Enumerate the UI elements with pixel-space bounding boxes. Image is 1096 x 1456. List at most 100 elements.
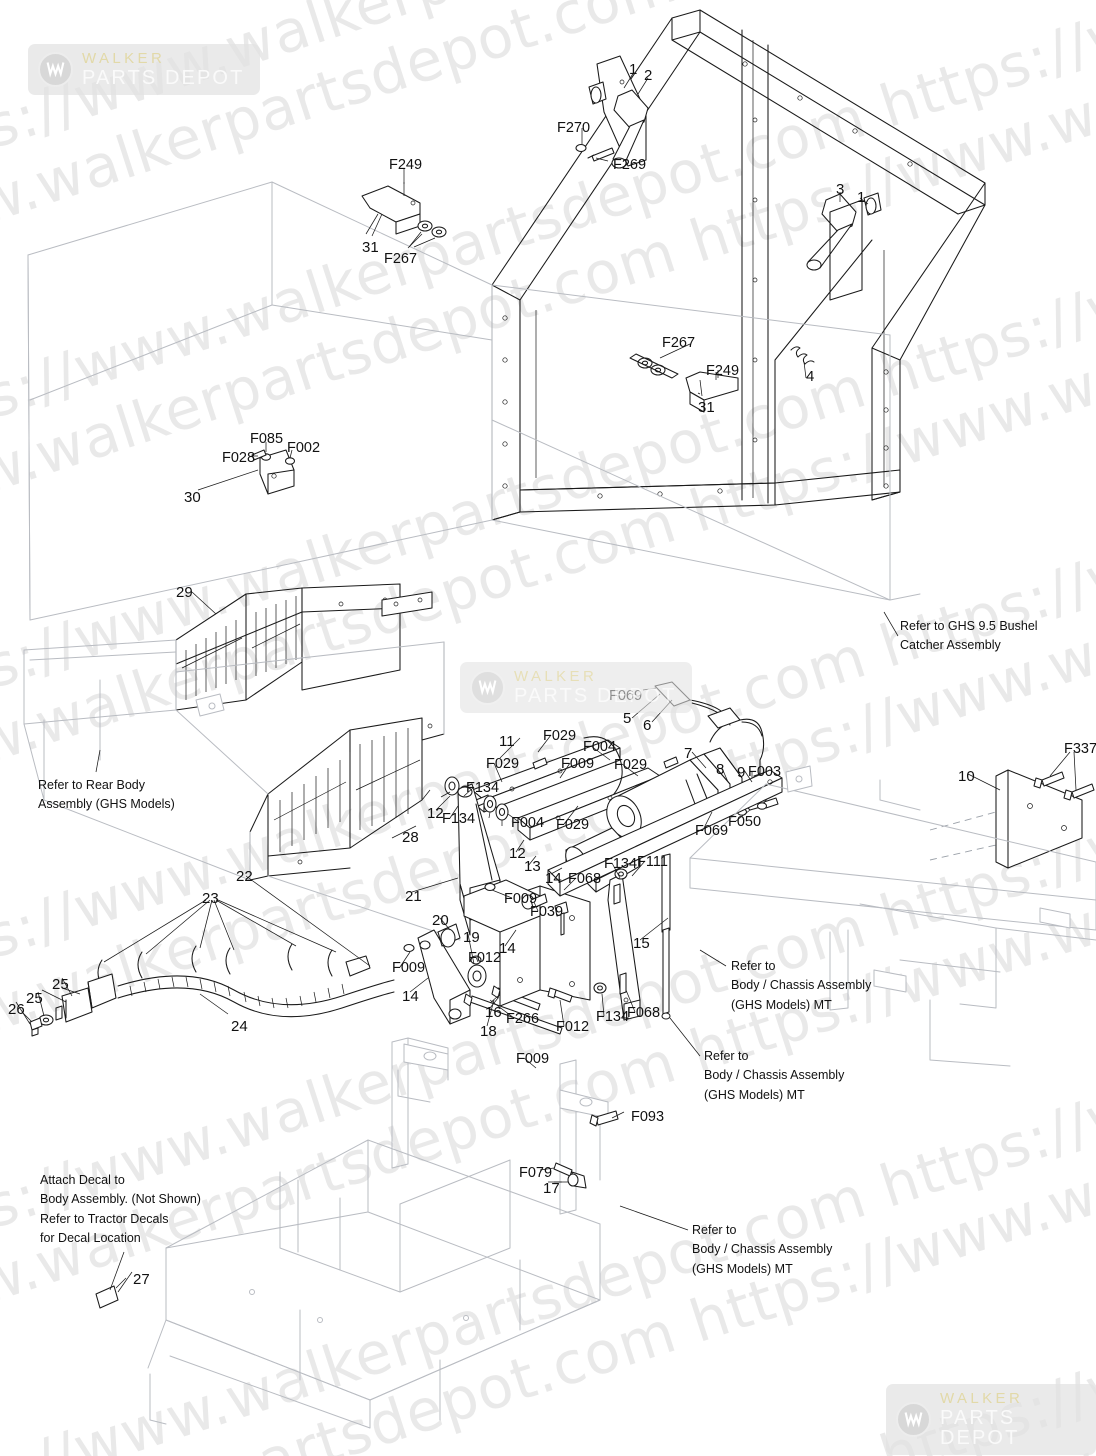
logo-line-2: PARTS DEPOT (514, 685, 677, 707)
fastener-label: F267 (384, 251, 418, 267)
item-number-label: 30 (184, 489, 201, 506)
item-number-label: 6 (643, 717, 652, 734)
note-chassis-upper: Refer to Body / Chassis Assembly (GHS Mo… (731, 959, 872, 1012)
fastener-label: F039 (530, 904, 564, 920)
lower-tractor-frame (95, 1037, 619, 1429)
fastener-label: F337 (1064, 741, 1096, 757)
item-number-label: 22 (236, 868, 253, 885)
fastener-label: F111 (637, 854, 668, 870)
walker-w-icon (896, 1402, 931, 1437)
watermark-logo-bottom: WALKER PARTS DEPOT (886, 1384, 1096, 1455)
fastener-label: F012 (468, 950, 502, 966)
logo-line-1: WALKER (514, 668, 598, 685)
fastener-label: F134 (466, 780, 500, 796)
spring-item-4 (790, 346, 815, 365)
fastener-label: F009 (561, 756, 595, 772)
item-number-label: 25 (52, 976, 69, 993)
watermark-logo-top: WALKER PARTS DEPOT (28, 44, 261, 95)
item-number-label: 3 (836, 181, 845, 198)
item-number-label: 26 (8, 1001, 25, 1018)
catcher-frame-assembly (491, 9, 986, 521)
note-rear-body: Refer to Rear Body Assembly (GHS Models) (38, 778, 175, 812)
item-number-label: 12 (427, 805, 444, 822)
fastener-label: F093 (631, 1109, 665, 1125)
bracket-item-30 (251, 449, 296, 495)
item-number-label: 2 (644, 67, 653, 84)
fastener-label: F267 (662, 335, 696, 351)
note-bushel-catcher: Refer to GHS 9.5 Bushel Catcher Assembly (900, 619, 1038, 653)
fastener-label: F002 (287, 440, 321, 456)
logo-line-2: PARTS DEPOT (940, 1407, 1020, 1449)
fastener-label: F003 (748, 764, 782, 780)
logo-line-1: WALKER (940, 1390, 1024, 1407)
walker-w-icon (470, 670, 505, 705)
mount-plate-15 (463, 769, 783, 1035)
item-number-label: 14 (545, 870, 562, 887)
latch-arm-right (806, 192, 882, 301)
item-number-label: 23 (202, 890, 219, 907)
note-chassis-lower: Refer to Body / Chassis Assembly (GHS Mo… (692, 1223, 833, 1276)
item-number-label: 8 (716, 761, 725, 778)
item-number-label: 27 (133, 1271, 150, 1288)
item-number-label: 11 (499, 733, 515, 750)
note-decal: Attach Decal to Body Assembly. (Not Show… (40, 1173, 201, 1246)
fastener-label: F134 (596, 1009, 630, 1025)
fastener-label: F009 (516, 1051, 550, 1067)
fastener-label: F069 (695, 823, 729, 839)
item-number-label: 28 (402, 829, 419, 846)
fastener-label: F009 (504, 891, 538, 907)
fastener-label: F029 (614, 757, 648, 773)
fastener-label: F068 (627, 1005, 661, 1021)
item-number-label: 14 (402, 988, 419, 1005)
walker-w-icon (38, 52, 73, 87)
fastener-label: F029 (486, 756, 520, 772)
item-number-label: 1 (629, 61, 638, 78)
fastener-label: F266 (506, 1011, 540, 1027)
wiring-harness (21, 943, 395, 1037)
item-number-label: 31 (362, 239, 379, 256)
item-number-label: 12 (509, 845, 526, 862)
item-number-label: 25 (26, 990, 43, 1007)
item-number-label: 21 (405, 888, 422, 905)
fastener-label: F028 (222, 450, 256, 466)
item-number-label: 7 (684, 745, 693, 762)
item-number-label: 24 (231, 1018, 248, 1035)
item-number-label: 14 (499, 940, 516, 957)
fastener-label: F269 (613, 157, 647, 173)
watermark-logo-center: WALKER PARTS DEPOT (460, 662, 693, 713)
fastener-label: F249 (389, 157, 423, 173)
fastener-label: F004 (511, 815, 545, 831)
latch-keeper-upper-left (361, 182, 421, 237)
leader-lines (15, 71, 1077, 1293)
fastener-label: F012 (556, 1019, 590, 1035)
latch-keeper-mid-right (685, 370, 739, 413)
cover-plate-10 (929, 769, 1095, 869)
item-number-label: 16 (485, 1004, 502, 1021)
item-number-label: 18 (480, 1023, 497, 1040)
item-number-label: 1 (857, 189, 866, 206)
fastener-label: F050 (728, 814, 762, 830)
item-number-label: 19 (463, 929, 480, 946)
fastener-label: F079 (519, 1165, 553, 1181)
fastener-label: F270 (557, 120, 591, 136)
fastener-label: F004 (583, 739, 617, 755)
item-number-label: 29 (176, 584, 193, 601)
arm-19-20 (403, 923, 541, 1025)
rail-bar-11 (471, 739, 621, 813)
fastener-label: F029 (543, 728, 577, 744)
fastener-label: F085 (250, 431, 284, 447)
body-shell-outline (27, 181, 921, 621)
item-number-label: 20 (432, 912, 449, 929)
item-number-label: 13 (524, 858, 541, 875)
fastener-label: F134 (604, 856, 638, 872)
item-number-label: 5 (623, 710, 632, 727)
item-number-label: 17 (543, 1180, 560, 1197)
item-number-label: 15 (633, 935, 650, 952)
logo-line-1: WALKER (82, 50, 166, 67)
fastener-label: F068 (568, 871, 602, 887)
grass-screen-29 (175, 583, 433, 711)
item-number-label: 9 (737, 764, 746, 781)
fastener-label: F134 (442, 811, 476, 827)
grass-screen-28 (249, 641, 445, 881)
